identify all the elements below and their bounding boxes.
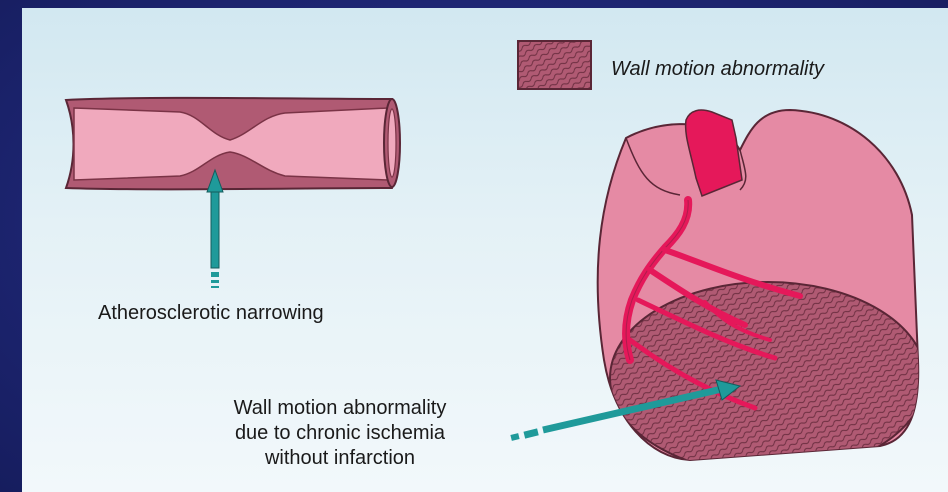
- caption-line: due to chronic ischemia: [170, 421, 510, 446]
- legend-swatch: [518, 41, 591, 89]
- caption-line: without infarction: [170, 446, 510, 471]
- narrowing-caption: Atherosclerotic narrowing: [98, 301, 324, 325]
- caption-line: Wall motion abnormality: [170, 396, 510, 421]
- legend-label: Wall motion abnormality: [611, 57, 824, 81]
- wall-motion-caption: Wall motion abnormality due to chronic i…: [170, 396, 510, 471]
- narrowing-arrow: [207, 170, 223, 288]
- artery-diagram: [66, 98, 400, 189]
- heart-diagram: [598, 110, 926, 474]
